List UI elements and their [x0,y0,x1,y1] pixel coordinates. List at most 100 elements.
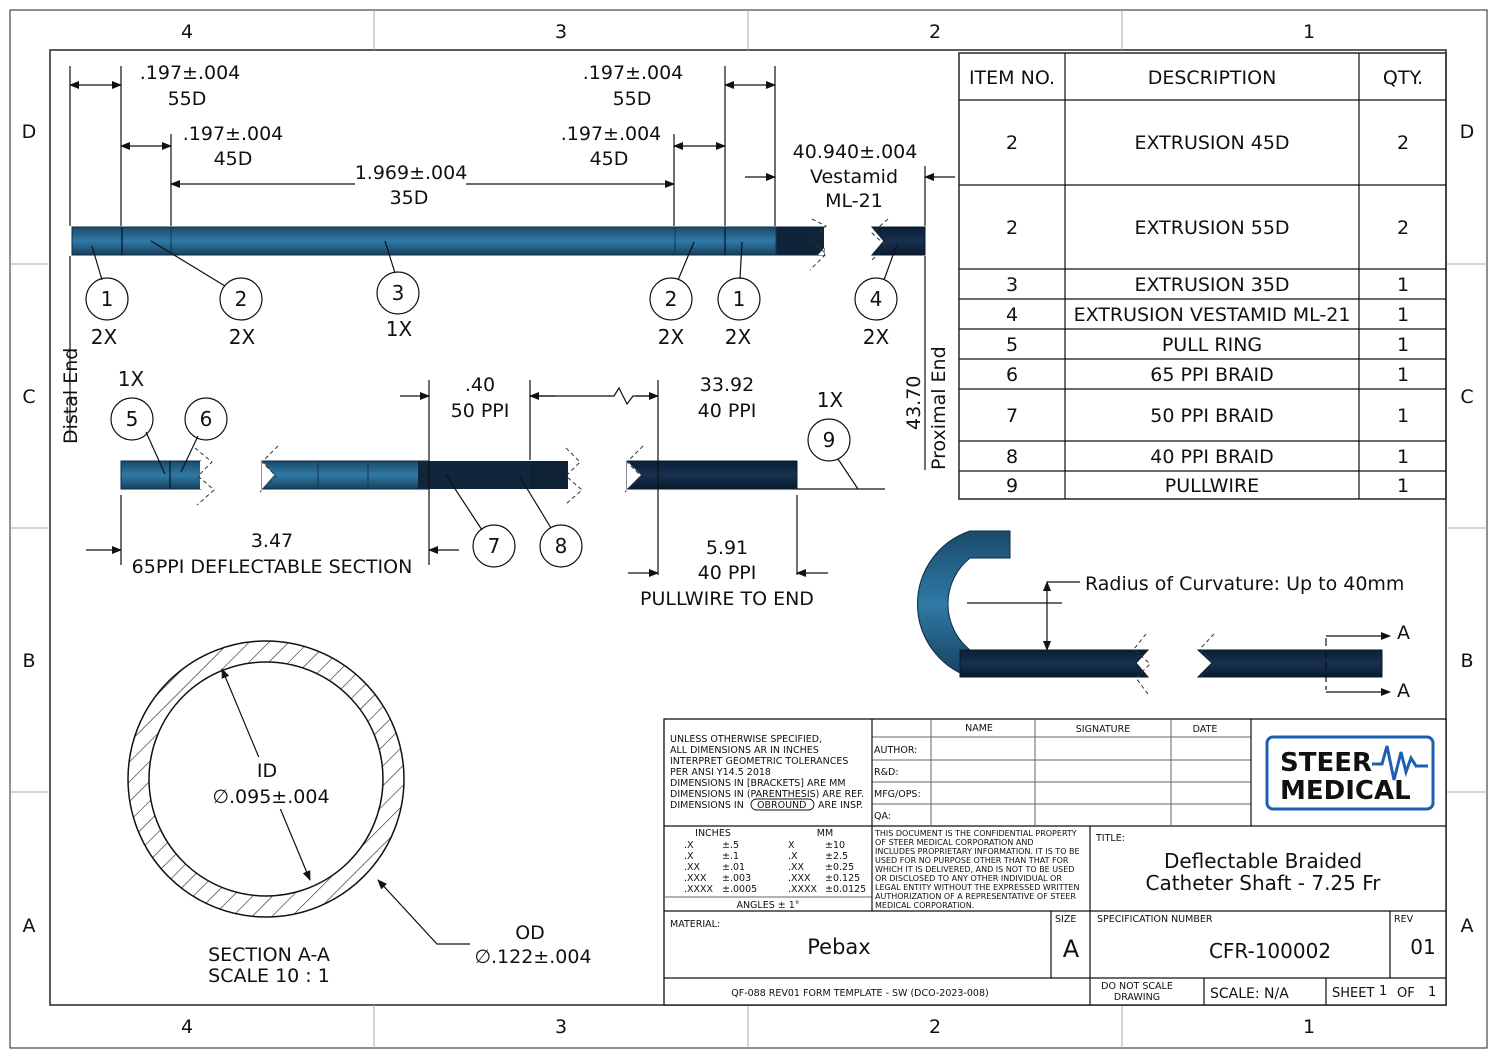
dim-45d-left-material: 45D [214,148,253,170]
material-value: Pebax [807,935,870,959]
logo-line-2: MEDICAL [1280,776,1411,806]
note-line-1: UNLESS OTHERWISE SPECIFIED, [670,734,822,745]
balloon-9: 9 [807,418,859,490]
bom-table: ITEM NO. DESCRIPTION QTY. 2 EXTRUSION 45… [958,52,1447,500]
drawing-title-line-2: Catheter Shaft - 7.25 Fr [1145,871,1381,895]
zone-row-c-left: C [22,386,35,408]
zone-row-a-left: A [23,915,36,937]
form-template-ref: QF-088 REV01 FORM TEMPLATE - SW (DCO-202… [731,988,988,999]
note-line-6: DIMENSIONS IN (PARENTHESIS) ARE REF. [670,789,864,800]
bom-row-9-desc: PULLWIRE [1165,475,1259,497]
balloon-number: 2 [235,287,248,311]
balloon-number: 6 [200,407,213,431]
confidential-line-6: OR DISCLOSED TO ANY OTHER INDIVIDUAL OR [875,874,1062,883]
dim-40-material: 50 PPI [451,400,510,422]
balloon-8: 8 [519,476,583,568]
curved-shaft-view: Radius of Curvature: Up to 40mm A A [917,530,1410,702]
confidential-line-9: MEDICAL CORPORATION. [875,901,974,910]
zone-row-a-right: A [1461,915,1474,937]
dim-591-material: 40 PPI [698,562,757,584]
bom-row-2-item: 2 [1006,217,1018,239]
tol-in-val: ±.5 [722,840,739,851]
zone-col-3-top: 3 [555,21,567,43]
bom-row-3-desc: EXTRUSION 35D [1134,274,1289,296]
zone-col-1-top: 1 [1303,21,1315,43]
balloon-2-left: 2 2X [150,240,263,349]
bom-row-3-item: 3 [1006,274,1018,296]
bom-row-2-desc: EXTRUSION 55D [1134,217,1289,239]
do-not-scale-2: DRAWING [1114,992,1160,1003]
do-not-scale-1: DO NOT SCALE [1101,981,1173,992]
dim-45d-right-material: 45D [590,148,629,170]
role-author: AUTHOR: [874,745,917,756]
zone-row-c-right: C [1460,386,1473,408]
tol-in-val: ±.01 [722,862,745,873]
dim-347-value: 3.47 [251,530,293,552]
balloon-9-qty: 1X [817,388,844,412]
balloon-number: 1 [733,287,746,311]
section-title: SECTION A-A [208,944,330,966]
section-od-label: OD [515,922,545,944]
note-line-2: ALL DIMENSIONS AR IN INCHES [670,745,819,756]
bom-row-5-item: 5 [1006,334,1018,356]
confidential-line-7: LEGAL ENTITY WITHOUT THE EXPRESSED WRITT… [875,883,1079,892]
balloon-qty: 2X [725,325,752,349]
size-value: A [1063,935,1080,963]
dim-vestamid-value: 40.940±.004 [793,141,918,163]
dim-45d-left-value: .197±.004 [183,123,284,145]
balloon-qty: 2X [229,325,256,349]
role-rd: R&D: [874,767,899,778]
balloon-1-right: 1 2X [717,241,761,349]
role-mfg-ops: MFG/OPS: [874,789,921,800]
balloon-6: 6 [180,397,228,473]
bom-row-8-desc: 40 PPI BRAID [1150,446,1273,468]
dim-55d-right-value: .197±.004 [583,62,684,84]
tol-in-key: .XXXX [684,884,714,895]
note-line-5: DIMENSIONS IN [BRACKETS] ARE MM [670,778,846,789]
tol-in-key: .XX [684,862,701,873]
confidential-line-8: AUTHORIZATION OF A REPRESENTATIVE OF STE… [875,892,1076,901]
bom-row-6-item: 6 [1006,364,1018,386]
zone-row-d-left: D [22,121,37,143]
bom-row-6-qty: 1 [1397,364,1409,386]
zone-row-d-right: D [1460,121,1475,143]
zone-col-1-bottom: 1 [1303,1016,1315,1038]
note-line-3: INTERPRET GEOMETRIC TOLERANCES [670,756,848,767]
distal-end-label: Distal End [60,348,82,444]
tol-mm-key: .XXXX [788,884,818,895]
note-line-7: DIMENSIONS IN [670,800,744,811]
col-name: NAME [965,723,993,734]
tol-mm-val: ±2.5 [825,851,848,862]
role-qa: QA: [874,811,891,822]
dim-591-value: 5.91 [706,537,748,559]
section-arrow-a-top: A [1397,622,1410,644]
title-label: TITLE: [1095,833,1125,844]
note-line-4: PER ANSI Y14.5 2018 [670,767,771,778]
bom-row-5-qty: 1 [1397,334,1409,356]
zone-col-2-top: 2 [929,21,941,43]
tol-mm-key: .X [788,851,798,862]
balloon-number: 4 [870,287,883,311]
dim-347-description: 65PPI DEFLECTABLE SECTION [132,556,413,578]
dim-35d-value: 1.969±.004 [355,162,468,184]
size-label: SIZE [1055,914,1076,925]
drawing-title-line-1: Deflectable Braided [1164,849,1362,873]
note-obround: OBROUND [757,800,806,811]
tol-in-val: ±.1 [722,851,739,862]
tol-in-val: ±.0005 [722,884,757,895]
tol-in-key: .X [684,840,694,851]
tol-in-key: .XXX [684,873,707,884]
zone-col-4-bottom: 4 [181,1016,193,1038]
title-block: UNLESS OTHERWISE SPECIFIED, ALL DIMENSIO… [663,718,1447,1006]
section-id-value: ∅.095±.004 [212,786,329,808]
zone-col-3-bottom: 3 [555,1016,567,1038]
bom-row-7-desc: 50 PPI BRAID [1150,405,1273,427]
zone-row-b-right: B [1460,650,1473,672]
bom-row-1-qty: 2 [1397,132,1409,154]
tol-mm-val: ±10 [825,840,845,851]
balloon-qty: 1X [386,317,413,341]
section-id-label: ID [257,760,277,782]
tol-in-val: ±.003 [722,873,751,884]
dim-3392-material: 40 PPI [698,400,757,422]
